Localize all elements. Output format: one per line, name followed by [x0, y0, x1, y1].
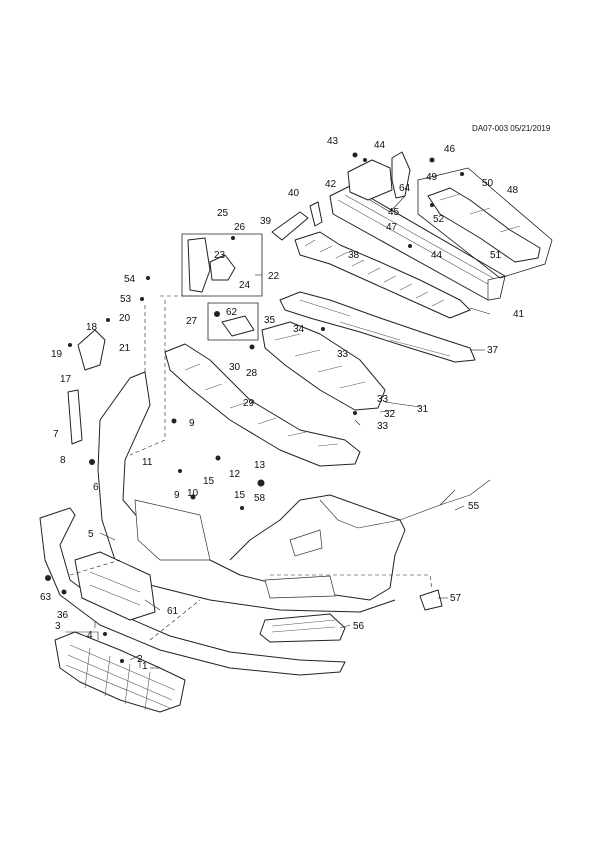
- callout-54: 54: [124, 274, 136, 285]
- callout-35: 35: [264, 315, 276, 326]
- callout-61: 61: [167, 606, 179, 617]
- front-fascia-part: [97, 371, 406, 613]
- callout-28: 28: [246, 368, 258, 379]
- callout-4: 4: [87, 630, 93, 641]
- diagram-reference: DA07-003 05/21/2019: [472, 124, 551, 133]
- center-bracket-35-part: [261, 321, 386, 411]
- callout-18: 18: [86, 322, 98, 333]
- callout-1: 1: [142, 661, 148, 672]
- callout-30: 30: [229, 362, 241, 373]
- callout-43: 43: [327, 136, 339, 147]
- tow-cover-part: [419, 589, 443, 611]
- callout-52: 52: [433, 214, 445, 225]
- callout-34: 34: [293, 324, 305, 335]
- callout-33b: 33: [377, 394, 389, 405]
- sensor-box-27: [207, 302, 259, 341]
- callout-8: 8: [60, 455, 66, 466]
- callout-31: 31: [417, 404, 429, 415]
- guide-line: [149, 599, 201, 641]
- callout-36: 36: [57, 610, 69, 621]
- side-bracket-7-part: [67, 389, 83, 445]
- callout-42: 42: [325, 179, 337, 190]
- guide-line: [129, 300, 166, 456]
- callout-20: 20: [119, 313, 131, 324]
- lower-grille-part: [54, 631, 186, 713]
- callout-46: 46: [444, 144, 456, 155]
- callout-47: 47: [386, 222, 398, 233]
- callout-7: 7: [53, 429, 59, 440]
- callout-64: 64: [399, 183, 411, 194]
- side-bracket-17-part: [77, 329, 106, 371]
- leader-lines: [65, 274, 491, 669]
- callout-6: 6: [93, 482, 99, 493]
- callout-62: 62: [226, 307, 238, 318]
- callout-17: 17: [60, 374, 72, 385]
- fog-bezel-part: [259, 613, 346, 643]
- callout-13: 13: [254, 460, 266, 471]
- reinforcement-29-part: [164, 343, 361, 467]
- lower-strip-part: [39, 507, 346, 676]
- callout-15b: 15: [234, 490, 246, 501]
- bracket-39-part: [271, 201, 323, 241]
- lower-absorber-part: [279, 291, 476, 363]
- callout-11: 11: [142, 457, 153, 468]
- callout-32: 32: [384, 409, 396, 420]
- callout-9: 9: [189, 418, 195, 429]
- callout-10: 10: [187, 488, 199, 499]
- callout-41: 41: [513, 309, 525, 320]
- callout-50: 50: [482, 178, 494, 189]
- callout-40: 40: [288, 188, 300, 199]
- callout-2: 2: [137, 654, 143, 665]
- callout-24: 24: [239, 280, 251, 291]
- callout-39: 39: [260, 216, 272, 227]
- callout-21: 21: [119, 343, 131, 354]
- callout-25: 25: [217, 208, 229, 219]
- callout-37: 37: [487, 345, 499, 356]
- callout-27: 27: [186, 316, 198, 327]
- callout-9b: 9: [174, 490, 180, 501]
- callout-51: 51: [490, 250, 502, 261]
- callout-48: 48: [507, 185, 519, 196]
- callout-56: 56: [353, 621, 365, 632]
- guide-line: [270, 574, 433, 591]
- wiring-harness-part: [319, 479, 491, 529]
- callout-49: 49: [426, 172, 438, 183]
- guide-line: [69, 559, 121, 576]
- callout-38: 38: [348, 250, 360, 261]
- callout-45: 45: [388, 207, 400, 218]
- callout-29: 29: [243, 398, 255, 409]
- license-plate-bracket-part: [74, 551, 156, 621]
- callout-3: 3: [55, 621, 61, 632]
- callout-55: 55: [468, 501, 480, 512]
- callout-26: 26: [234, 222, 246, 233]
- callout-5: 5: [88, 529, 94, 540]
- sensor-box-22: [181, 233, 263, 297]
- bracket-45-part: [347, 151, 411, 213]
- callout-33c: 33: [377, 421, 389, 432]
- callout-12: 12: [229, 469, 241, 480]
- callout-63: 63: [40, 592, 52, 603]
- fasteners: [45, 152, 464, 663]
- callout-19: 19: [51, 349, 63, 360]
- callout-58: 58: [254, 493, 266, 504]
- energy-absorber-part: [294, 231, 471, 319]
- callout-23: 23: [214, 250, 226, 261]
- callout-44b: 44: [431, 250, 443, 261]
- callout-33: 33: [337, 349, 349, 360]
- callout-53: 53: [120, 294, 132, 305]
- callout-15: 15: [203, 476, 215, 487]
- callout-44: 44: [374, 140, 386, 151]
- bracket-group-48: [417, 167, 553, 279]
- callout-57: 57: [450, 593, 462, 604]
- callout-22: 22: [268, 271, 280, 282]
